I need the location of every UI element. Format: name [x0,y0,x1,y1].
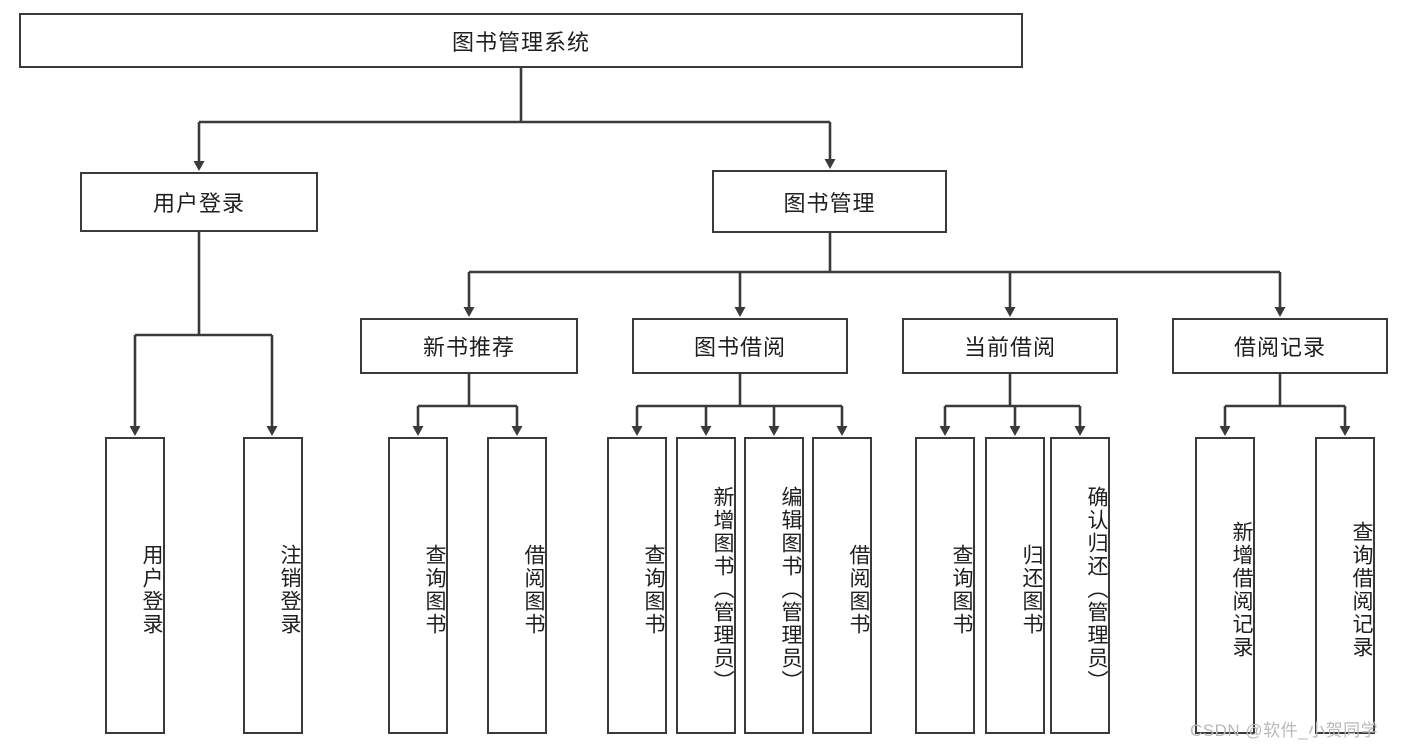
node-book-manage-label: 图书管理 [783,190,876,216]
leaf-add-borrow-record-label: 新增借阅记录 [1230,520,1253,659]
node-user-login[interactable]: 用户登录 [80,172,318,232]
leaf-query-borrow-record-label: 查询借阅记录 [1350,520,1373,659]
leaf-return-book-label: 归还图书 [1020,543,1043,636]
node-book-borrow-label: 图书借阅 [693,335,786,360]
leaf-borrow-book-newbook-label: 借阅图书 [522,543,545,636]
leaf-confirm-return-admin-label: 确认归还（管理员） [1085,486,1108,693]
node-book-borrow[interactable]: 图书借阅 [632,318,848,374]
node-current-borrow[interactable]: 当前借阅 [902,318,1118,374]
node-borrow-record[interactable]: 借阅记录 [1172,318,1388,374]
leaf-borrow-book[interactable]: 借阅图书 [812,437,872,734]
leaf-add-book-admin-label: 新增图书（管理员） [711,486,734,693]
leaf-logout[interactable]: 注销登录 [243,437,303,734]
leaf-query-book-current[interactable]: 查询图书 [915,437,975,734]
leaf-query-book-newbook-label: 查询图书 [423,543,446,636]
leaf-confirm-return-admin[interactable]: 确认归还（管理员） [1050,437,1110,734]
leaf-query-book-borrow[interactable]: 查询图书 [607,437,667,734]
leaf-edit-book-admin-label: 编辑图书（管理员） [779,486,802,693]
node-root-label: 图书管理系统 [451,29,590,55]
node-new-book-recommend[interactable]: 新书推荐 [360,318,578,374]
leaf-borrow-book-newbook[interactable]: 借阅图书 [487,437,547,734]
leaf-edit-book-admin[interactable]: 编辑图书（管理员） [744,437,804,734]
leaf-query-borrow-record[interactable]: 查询借阅记录 [1315,437,1375,734]
leaf-add-book-admin[interactable]: 新增图书（管理员） [676,437,736,734]
leaf-borrow-book-label: 借阅图书 [847,543,870,636]
leaf-user-login[interactable]: 用户登录 [105,437,165,734]
node-new-book-recommend-label: 新书推荐 [422,335,515,360]
leaf-query-book-borrow-label: 查询图书 [642,543,665,636]
leaf-query-book-newbook[interactable]: 查询图书 [388,437,448,734]
node-borrow-record-label: 借阅记录 [1233,335,1326,360]
leaf-add-borrow-record[interactable]: 新增借阅记录 [1195,437,1255,734]
node-current-borrow-label: 当前借阅 [963,335,1056,360]
leaf-logout-label: 注销登录 [278,543,301,636]
node-user-login-label: 用户登录 [152,191,245,216]
node-book-manage[interactable]: 图书管理 [712,170,947,233]
leaf-user-login-label: 用户登录 [140,543,163,636]
leaf-return-book[interactable]: 归还图书 [985,437,1045,734]
node-root[interactable]: 图书管理系统 [19,13,1023,68]
leaf-query-book-current-label: 查询图书 [950,543,973,636]
